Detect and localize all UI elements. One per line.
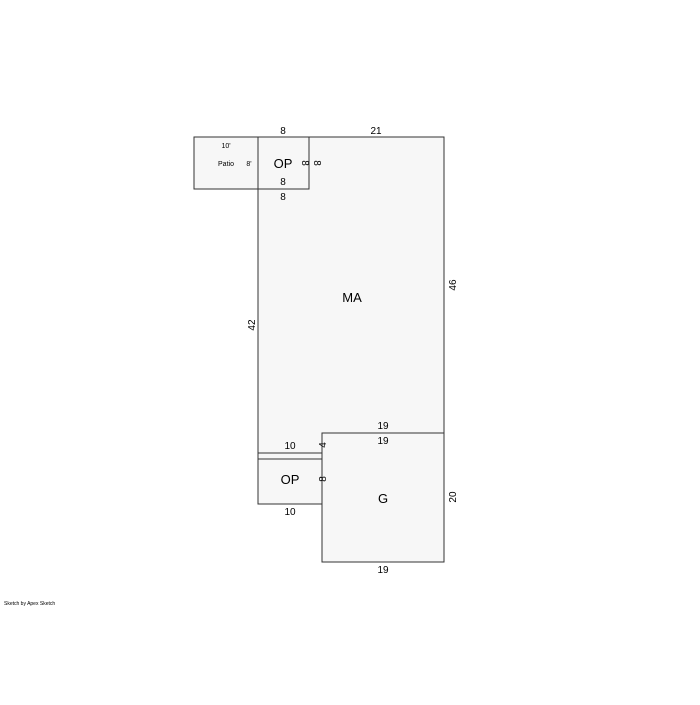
op-bottom-dim-top: 10 (284, 441, 296, 452)
main-dim-below-op-right: 8 (311, 160, 322, 166)
op-top-dim-bottom: 8 (280, 177, 286, 188)
op-bottom-outline (257, 452, 323, 505)
garage-label: G (378, 491, 388, 506)
main-dim-bottom: 19 (377, 421, 389, 432)
patio-width-label: 10' (221, 143, 230, 150)
garage-dim-top: 19 (377, 436, 389, 447)
op-top-outline (257, 136, 310, 190)
garage-outline (321, 432, 445, 563)
op-bottom-label: OP (281, 472, 300, 487)
patio-outline (193, 136, 259, 190)
main-dim-top: 21 (370, 126, 382, 137)
main-dim-right: 46 (448, 279, 459, 291)
garage-dim-right: 20 (448, 491, 459, 503)
garage-dim-bottom: 19 (377, 565, 389, 576)
op-top-dim-right: 8 (299, 160, 310, 166)
op-bottom-dim-right: 8 (318, 476, 329, 482)
op-top-dim-top: 8 (280, 126, 286, 137)
op-bottom-dim-bottom: 10 (284, 507, 296, 518)
main-area-label: MA (342, 290, 362, 305)
patio-depth-label: 8' (246, 161, 251, 168)
sketch-credit: Sketch by Apex Sketch (4, 601, 56, 607)
patio-label: Patio (218, 161, 234, 168)
op-bottom-dim-small: 4 (318, 442, 329, 448)
op-top-label: OP (274, 156, 293, 171)
main-dim-left: 42 (247, 319, 258, 331)
main-dim-below-op: 8 (280, 192, 286, 203)
